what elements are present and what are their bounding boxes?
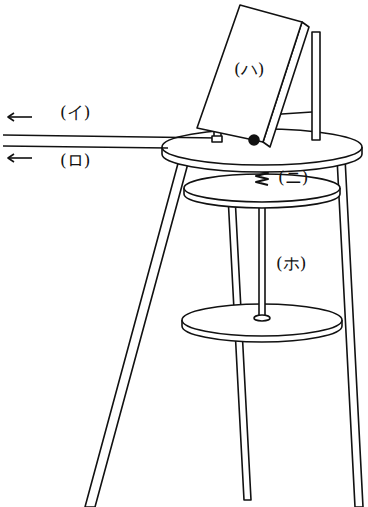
direction-arrow <box>8 113 14 121</box>
direction-arrow <box>8 116 32 118</box>
tripod-leg <box>85 156 190 507</box>
part-label: (ニ) <box>276 168 310 187</box>
part-label: (ハ) <box>232 60 266 79</box>
part-label: (イ) <box>58 103 92 122</box>
tripod-leg <box>337 158 363 507</box>
vertical-rod <box>259 196 265 318</box>
direction-arrow <box>8 154 14 162</box>
clamp <box>212 136 222 142</box>
pointer-line <box>3 146 168 148</box>
part-label: (ロ) <box>58 151 92 170</box>
mirror-bolt <box>249 135 259 145</box>
direction-arrow <box>8 157 32 159</box>
rod-foot <box>254 315 270 321</box>
pointer-line <box>3 135 218 138</box>
mirror-plate <box>197 5 302 142</box>
tripod-leg <box>228 196 251 500</box>
mirror-post <box>312 32 320 140</box>
part-label: (ホ) <box>274 254 308 273</box>
